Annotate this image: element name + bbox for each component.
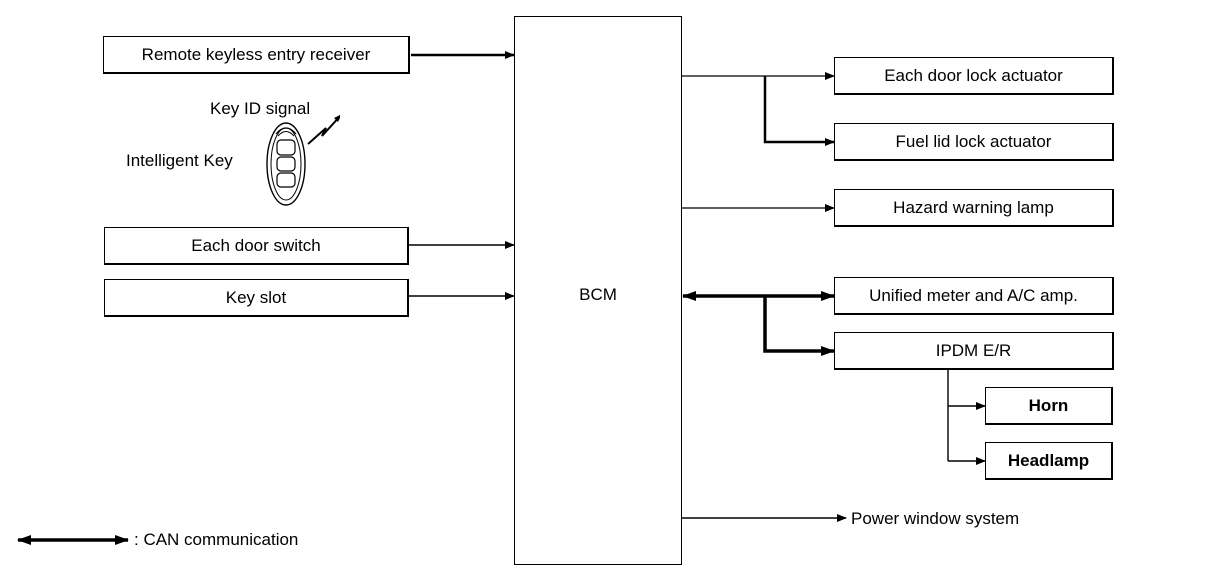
door-lock-actuator-box: Each door lock actuator	[834, 57, 1114, 95]
door-switch-box: Each door switch	[104, 227, 409, 265]
key-slot-label: Key slot	[225, 287, 287, 307]
ipdm-er-label: IPDM E/R	[935, 340, 1012, 360]
line-can-branch-to-ipdm	[763, 296, 835, 356]
horn-box: Horn	[985, 387, 1113, 425]
legend-can-label: : CAN communication	[134, 530, 299, 549]
rke-receiver-label: Remote keyless entry receiver	[141, 44, 371, 64]
intelligent-key-icon	[266, 114, 340, 206]
key-id-signal-label: Key ID signal	[210, 99, 311, 118]
key-slot-box: Key slot	[104, 279, 409, 317]
headlamp-label: Headlamp	[1007, 450, 1090, 470]
door-switch-label: Each door switch	[191, 235, 321, 255]
ipdm-er-box: IPDM E/R	[834, 332, 1114, 370]
line-branch-to-fuel-lid	[763, 76, 835, 146]
fuel-lid-actuator-label: Fuel lid lock actuator	[895, 131, 1052, 151]
hazard-lamp-label: Hazard warning lamp	[893, 197, 1054, 217]
intelligent-key-label: Intelligent Key	[126, 151, 233, 170]
door-lock-actuator-label: Each door lock actuator	[884, 65, 1063, 85]
meter-ac-amp-box: Unified meter and A/C amp.	[834, 277, 1114, 315]
hazard-lamp-box: Hazard warning lamp	[834, 189, 1114, 227]
horn-label: Horn	[1028, 395, 1069, 415]
fuel-lid-actuator-box: Fuel lid lock actuator	[834, 123, 1114, 161]
bcm-block: BCM	[514, 16, 682, 565]
power-window-label: Power window system	[851, 509, 1020, 528]
rke-receiver-box: Remote keyless entry receiver	[103, 36, 410, 74]
bcm-label: BCM	[579, 285, 617, 304]
headlamp-box: Headlamp	[985, 442, 1113, 480]
meter-ac-amp-label: Unified meter and A/C amp.	[869, 285, 1078, 305]
